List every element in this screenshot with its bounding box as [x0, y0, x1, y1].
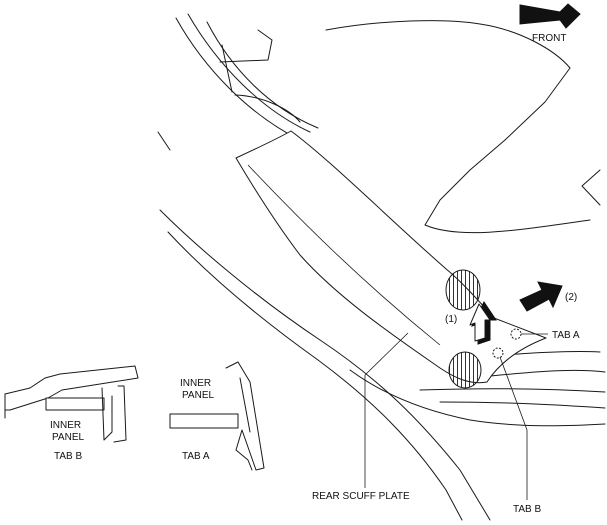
tab-a-label: TAB A: [552, 330, 580, 341]
front-direction-arrow-icon: [519, 3, 581, 29]
body-structure-lines: [157, 13, 606, 521]
detail-b-caption: TAB B: [54, 451, 82, 462]
step-2-label: (2): [565, 292, 577, 303]
tab-b-label: TAB B: [513, 504, 541, 515]
detail-tab-a-section: [169, 361, 265, 471]
detail-a-inner-panel-label: INNER PANEL: [180, 378, 214, 401]
arrow-step-1-icon: [469, 301, 497, 345]
tab-b-marker: [492, 347, 504, 359]
rear-scuff-plate: [235, 130, 547, 384]
step-1-label: (1): [445, 314, 457, 325]
leader-lines: [364, 332, 548, 500]
front-label: FRONT: [532, 33, 566, 44]
rear-scuff-plate-label: REAR SCUFF PLATE: [312, 491, 410, 502]
detail-a-inner-panel-line-1: INNER: [180, 378, 211, 389]
detail-b-inner-panel-line-2: PANEL: [52, 432, 84, 443]
detail-a-inner-panel-line-2: PANEL: [182, 390, 214, 401]
detail-b-inner-panel-label: INNER PANEL: [50, 420, 84, 443]
clip-hatch-lower: [448, 351, 482, 389]
detail-tab-b-section: [4, 365, 139, 443]
detail-a-caption: TAB A: [182, 451, 210, 462]
clip-hatch-upper: [445, 269, 481, 311]
detail-b-inner-panel-line-1: INNER: [50, 420, 81, 431]
arrow-step-2-icon: [519, 281, 563, 312]
